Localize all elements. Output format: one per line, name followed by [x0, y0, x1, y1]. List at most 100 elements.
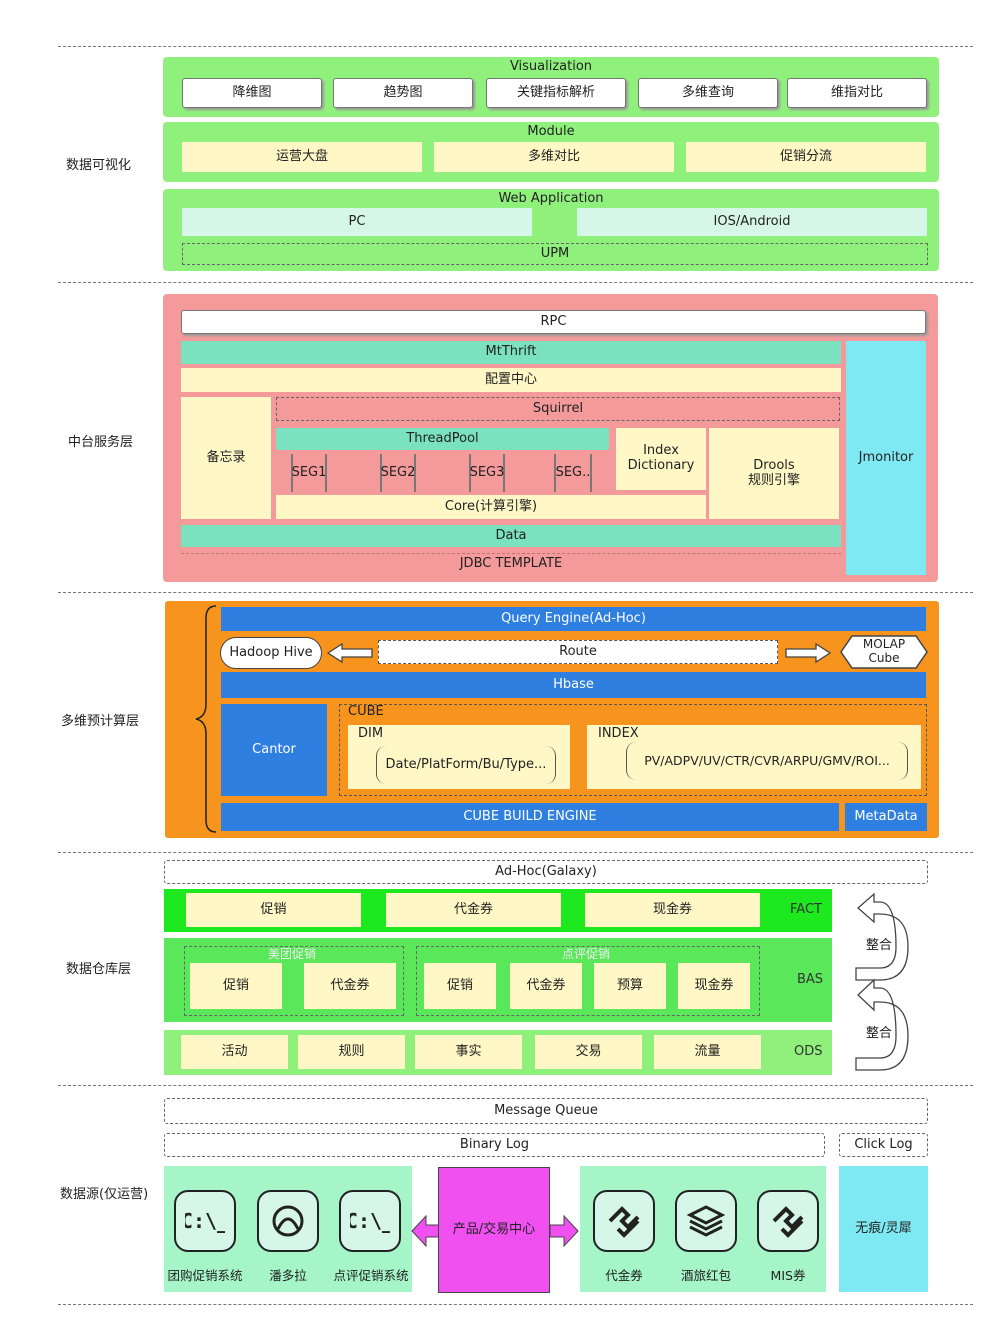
layer-label-olap: 多维预计算层 — [61, 714, 140, 729]
integrate-label-1: 整合 — [866, 938, 893, 953]
rpc-bar: RPC — [181, 310, 926, 334]
arrow-left-icon — [326, 642, 373, 664]
jdbc-template-bar: JDBC TEMPLATE — [181, 553, 841, 575]
double-arrow-right-icon — [549, 1214, 579, 1248]
core-engine-bar: Core(计算引擎) — [276, 495, 706, 519]
ods-item-5: 流量 — [654, 1035, 761, 1069]
module-item-1: 运营大盘 — [182, 142, 422, 172]
seg-1: SEG1 — [291, 454, 327, 492]
layer-label-service: 中台服务层 — [68, 435, 134, 450]
system-label-6: MIS券 — [770, 1267, 806, 1283]
link-icon[interactable] — [257, 1190, 319, 1252]
svg-text:C:\_: C:\_ — [350, 1209, 390, 1233]
vis-button-2[interactable]: 趋势图 — [333, 78, 473, 108]
vis-button-4[interactable]: 多维查询 — [638, 78, 778, 108]
bas-label: BAS — [797, 972, 824, 987]
layer-label-warehouse: 数据仓库层 — [66, 962, 132, 977]
bas-dianping-item-2: 代金券 — [510, 963, 582, 1009]
layer-label-source: 数据源(仅运营) — [60, 1187, 149, 1202]
olap-brace — [195, 605, 217, 833]
vis-button-5[interactable]: 维指对比 — [787, 78, 927, 108]
system-label-2: 潘多拉 — [269, 1267, 307, 1283]
integrate-arrow-upper — [855, 892, 909, 981]
wuhen-lingxi-box: 无痕/灵犀 — [839, 1166, 928, 1292]
mtthrift-bar: MtThrift — [181, 341, 841, 364]
cube-group — [339, 704, 927, 796]
metadata-box: MetaData — [845, 803, 927, 831]
seg-2: SEG2 — [380, 454, 416, 492]
hbase-bar: Hbase — [221, 672, 926, 698]
ods-item-4: 交易 — [535, 1035, 642, 1069]
webapp-title: Web Application — [498, 191, 604, 206]
bas-group-dianping — [416, 946, 760, 1016]
index-values: PV/ADPV/UV/CTR/CVR/ARPU/GMV/ROI... — [626, 742, 908, 780]
molap-hexagon — [840, 635, 928, 669]
webapp-upm: UPM — [182, 243, 928, 265]
layers-icon[interactable] — [675, 1190, 737, 1252]
system-label-4: 代金券 — [605, 1267, 643, 1283]
webapp-pc: PC — [182, 208, 532, 236]
bas-dianping-item-4: 现金券 — [678, 963, 750, 1009]
bas-group-dianping-label: 点评促销 — [562, 947, 611, 961]
message-queue-bar: Message Queue — [164, 1098, 928, 1124]
vis-button-1[interactable]: 降维图 — [182, 78, 322, 108]
arrow-right-icon — [785, 642, 832, 664]
coupon-icon[interactable] — [593, 1190, 655, 1252]
ods-label: ODS — [794, 1044, 823, 1059]
system-label-5: 酒旅红包 — [680, 1267, 731, 1283]
cube-label: CUBE — [348, 704, 384, 719]
bas-group-meituan — [184, 946, 404, 1016]
system-label-1: 团购促销系统 — [167, 1267, 243, 1283]
molap-cube-label: MOLAP Cube — [862, 637, 906, 665]
bas-dianping-item-3: 预算 — [594, 963, 666, 1009]
dim-values: Date/PlatForm/Bu/Type... — [376, 746, 556, 784]
click-log-bar: Click Log — [839, 1133, 928, 1157]
seg-4: SEG.. — [554, 454, 592, 492]
ods-item-2: 规则 — [298, 1035, 405, 1069]
coupon-icon[interactable] — [757, 1190, 819, 1252]
jmonitor-box: Jmonitor — [846, 341, 926, 575]
ods-item-3: 事实 — [415, 1035, 522, 1069]
fact-item-3: 现金券 — [585, 893, 760, 927]
terminal-icon[interactable]: C:\_ — [174, 1190, 236, 1252]
integrate-label-2: 整合 — [866, 1026, 893, 1041]
drools-box: Drools 规则引擎 — [709, 428, 839, 519]
bas-dianping-item-1: 促销 — [424, 963, 496, 1009]
fact-item-1: 促销 — [186, 893, 361, 927]
module-item-2: 多维对比 — [434, 142, 674, 172]
config-center-bar: 配置中心 — [181, 368, 841, 392]
vis-button-3[interactable]: 关键指标解析 — [486, 78, 626, 108]
seg-row: SEG1 SEG2 SEG3 SEG.. — [276, 454, 609, 492]
system-label-3: 点评促销系统 — [333, 1267, 409, 1283]
memo-box: 备忘录 — [181, 397, 271, 519]
layer-label-visualization: 数据可视化 — [66, 158, 132, 173]
integrate-arrow-lower — [855, 978, 909, 1071]
index-dictionary-box: Index Dictionary — [616, 428, 706, 490]
index-label: INDEX — [598, 726, 639, 741]
bas-meituan-item-2: 代金券 — [304, 963, 396, 1009]
squirrel-bar: Squirrel — [276, 397, 840, 421]
binary-log-bar: Binary Log — [164, 1133, 825, 1157]
bas-group-meituan-label: 美团促销 — [268, 947, 317, 961]
terminal-icon[interactable]: C:\_ — [339, 1190, 401, 1252]
fact-item-2: 代金券 — [386, 893, 561, 927]
bas-meituan-item-1: 促销 — [190, 963, 282, 1009]
query-engine-bar: Query Engine(Ad-Hoc) — [221, 607, 926, 631]
cantor-box: Cantor — [221, 704, 327, 796]
webapp-mobile: IOS/Android — [577, 208, 927, 236]
hadoop-hive-cloud: Hadoop Hive — [220, 637, 322, 669]
product-trade-center: 产品/交易中心 — [438, 1167, 550, 1293]
module-item-3: 促销分流 — [686, 142, 926, 172]
index-box — [587, 725, 921, 789]
seg-3: SEG3 — [469, 454, 505, 492]
ods-item-1: 活动 — [181, 1035, 288, 1069]
adhoc-galaxy-bar: Ad-Hoc(Galaxy) — [164, 860, 928, 884]
route-bar: Route — [378, 640, 778, 664]
threadpool-bar: ThreadPool — [276, 428, 609, 450]
module-title: Module — [527, 124, 575, 139]
svg-text:C:\_: C:\_ — [185, 1209, 225, 1233]
cube-build-engine-bar: CUBE BUILD ENGINE — [221, 803, 839, 831]
dim-label: DIM — [358, 726, 384, 741]
data-bar: Data — [181, 525, 841, 547]
visualization-title: Visualization — [509, 59, 593, 74]
